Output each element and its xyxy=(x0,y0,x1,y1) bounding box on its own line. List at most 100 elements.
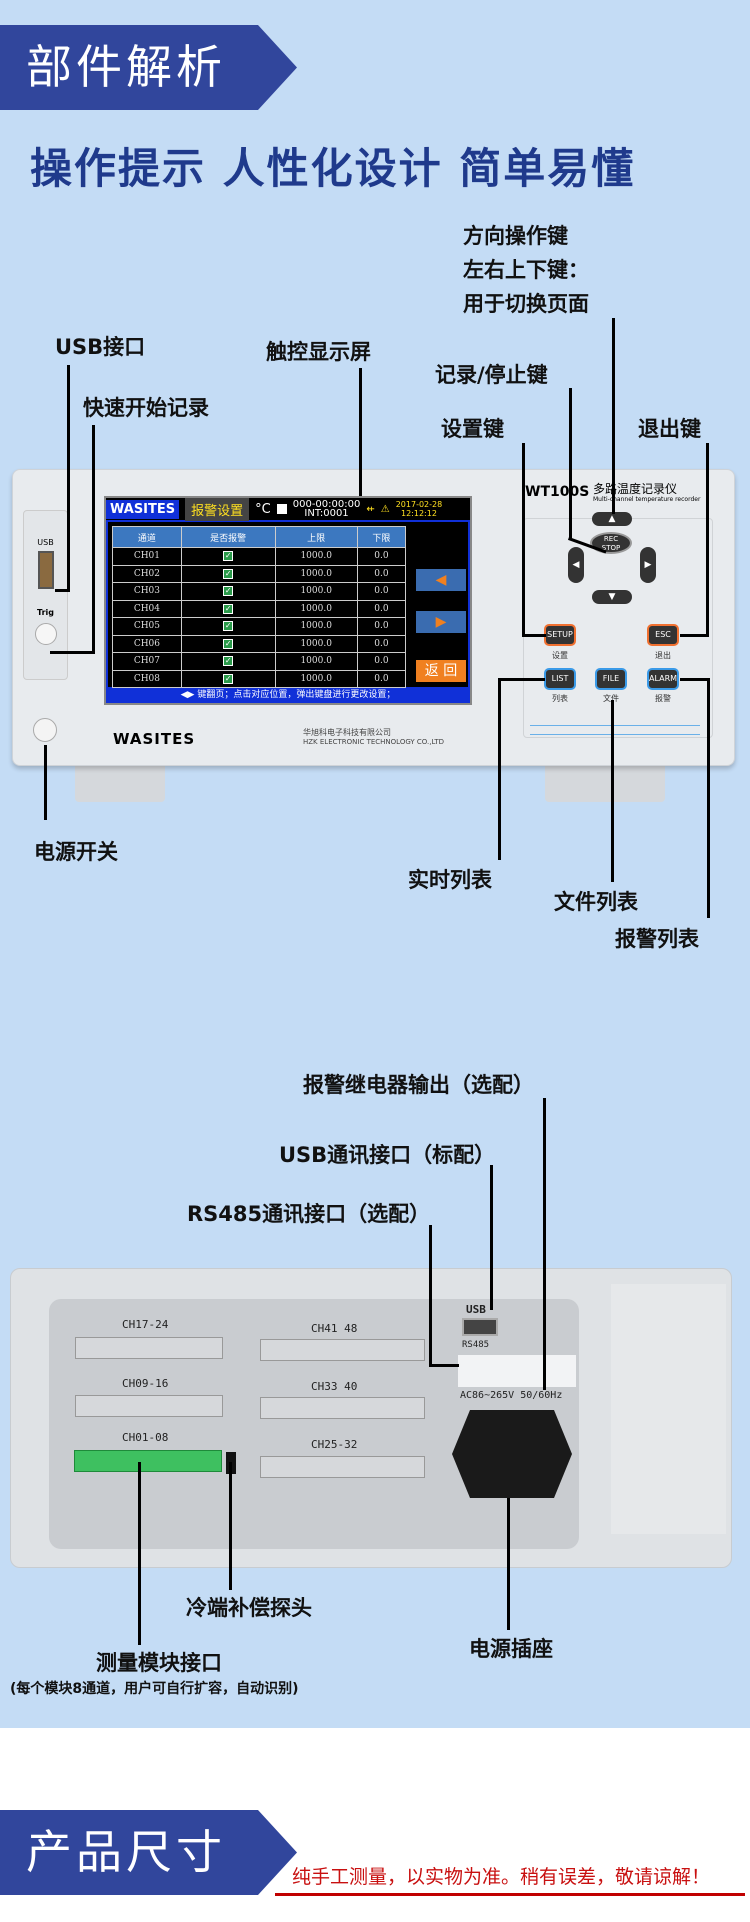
alarm-key[interactable]: ALARM xyxy=(647,668,679,690)
channel-cell: CH03 xyxy=(112,582,182,601)
left-key[interactable]: ◀ xyxy=(568,547,584,583)
lower-cell[interactable]: 0.0 xyxy=(356,634,407,653)
back-button[interactable]: 返 回 xyxy=(416,660,466,682)
upper-cell[interactable]: 1000.0 xyxy=(274,617,358,636)
alarm-checkbox[interactable]: ✓ xyxy=(223,656,234,667)
lower-cell[interactable]: 0.0 xyxy=(356,582,407,601)
record-status-icon xyxy=(276,504,287,514)
label-direction-2: 左右上下键： xyxy=(463,258,589,282)
alarm-checkbox[interactable]: ✓ xyxy=(223,603,234,614)
col-alarm: 是否报警 xyxy=(180,526,276,548)
alarm-checkbox[interactable]: ✓ xyxy=(223,568,234,579)
down-key[interactable]: ▼ xyxy=(592,590,632,604)
upper-cell[interactable]: 1000.0 xyxy=(274,634,358,653)
label-usb: USB接口 xyxy=(55,335,146,359)
leader-line xyxy=(92,425,95,654)
leader-line xyxy=(707,678,710,918)
upper-cell[interactable]: 1000.0 xyxy=(274,547,358,566)
label-live-list: 实时列表 xyxy=(408,868,492,892)
upper-cell[interactable]: 1000.0 xyxy=(274,652,358,671)
leader-line xyxy=(359,368,362,496)
usb-port-rear[interactable] xyxy=(462,1318,498,1336)
module-slot[interactable] xyxy=(260,1339,425,1361)
leader-line xyxy=(55,589,70,592)
leader-line xyxy=(67,365,70,592)
alarm-cell: ✓ xyxy=(180,617,276,636)
device-name-cn: 多路温度记录仪 xyxy=(593,482,678,496)
next-page-button[interactable]: ▶ xyxy=(416,611,466,633)
col-channel: 通道 xyxy=(112,526,182,548)
company-en: HZK ELECTRONIC TECHNOLOGY CO.,LTD xyxy=(303,738,445,746)
power-socket[interactable] xyxy=(452,1410,572,1498)
leader-line xyxy=(50,651,95,654)
leader-line xyxy=(138,1462,141,1645)
screen-mode-title: 报警设置 xyxy=(185,497,250,521)
side-panel xyxy=(611,1284,726,1534)
table-header: 通道 是否报警 上限 下限 xyxy=(112,526,407,548)
terminal-block[interactable] xyxy=(74,1450,222,1472)
lower-cell[interactable]: 0.0 xyxy=(356,617,407,636)
alarm-checkbox[interactable]: ✓ xyxy=(223,621,234,632)
lower-cell[interactable]: 0.0 xyxy=(356,652,407,671)
alarm-cell: ✓ xyxy=(180,582,276,601)
alarm-checkbox[interactable]: ✓ xyxy=(223,551,234,562)
upper-cell[interactable]: 1000.0 xyxy=(274,599,358,618)
subtitle: 操作提示 人性化设计 简单易懂 xyxy=(30,144,636,193)
label-module-note: (每个模块8通道，用户可自行扩容，自动识别) xyxy=(10,1681,299,1697)
channel-cell: CH07 xyxy=(112,652,182,671)
alarm-checkbox[interactable]: ✓ xyxy=(223,586,234,597)
upper-cell[interactable]: 1000.0 xyxy=(274,564,358,583)
module-slot[interactable] xyxy=(75,1337,223,1359)
lower-cell[interactable]: 0.0 xyxy=(356,564,407,583)
leader-line xyxy=(498,678,501,860)
trig-button[interactable] xyxy=(35,623,57,645)
usb-icon: ⇷ xyxy=(366,503,375,515)
file-key[interactable]: FILE xyxy=(595,668,627,690)
power-button[interactable] xyxy=(33,718,57,742)
label-power-switch: 电源开关 xyxy=(34,840,118,864)
alarm-checkbox[interactable]: ✓ xyxy=(223,673,234,684)
channel-cell: CH05 xyxy=(112,617,182,636)
alarm-key-label: 报警 xyxy=(655,694,671,703)
label-rs485: RS485通讯接口（选配） xyxy=(187,1202,431,1226)
prev-page-button[interactable]: ◀ xyxy=(416,569,466,591)
slot-label: CH09-16 xyxy=(122,1377,169,1390)
alarm-cell: ✓ xyxy=(180,652,276,671)
module-slot[interactable] xyxy=(260,1456,425,1478)
up-key[interactable]: ▲ xyxy=(592,512,632,526)
slot-label: CH01-08 xyxy=(122,1431,169,1444)
lower-cell[interactable]: 0.0 xyxy=(356,547,407,566)
upper-cell[interactable]: 1000.0 xyxy=(274,669,358,688)
note-underline xyxy=(275,1893,745,1896)
lower-cell[interactable]: 0.0 xyxy=(356,599,407,618)
brand-logo: WASITES xyxy=(113,730,196,748)
module-slot[interactable] xyxy=(75,1395,223,1417)
setup-key[interactable]: SETUP xyxy=(544,624,576,646)
module-slot[interactable] xyxy=(260,1397,425,1419)
channel-cell: CH02 xyxy=(112,564,182,583)
lower-cell[interactable]: 0.0 xyxy=(356,669,407,688)
right-key[interactable]: ▶ xyxy=(640,547,656,583)
upper-cell[interactable]: 1000.0 xyxy=(274,582,358,601)
alarm-checkbox[interactable]: ✓ xyxy=(223,638,234,649)
leader-line xyxy=(611,700,614,882)
list-key-label: 列表 xyxy=(552,694,568,703)
usb-port[interactable] xyxy=(38,551,54,589)
leader-line xyxy=(680,678,710,681)
esc-key[interactable]: ESC xyxy=(647,624,679,646)
list-key[interactable]: LIST xyxy=(544,668,576,690)
alarm-cell: ✓ xyxy=(180,669,276,688)
leader-line xyxy=(429,1225,432,1367)
